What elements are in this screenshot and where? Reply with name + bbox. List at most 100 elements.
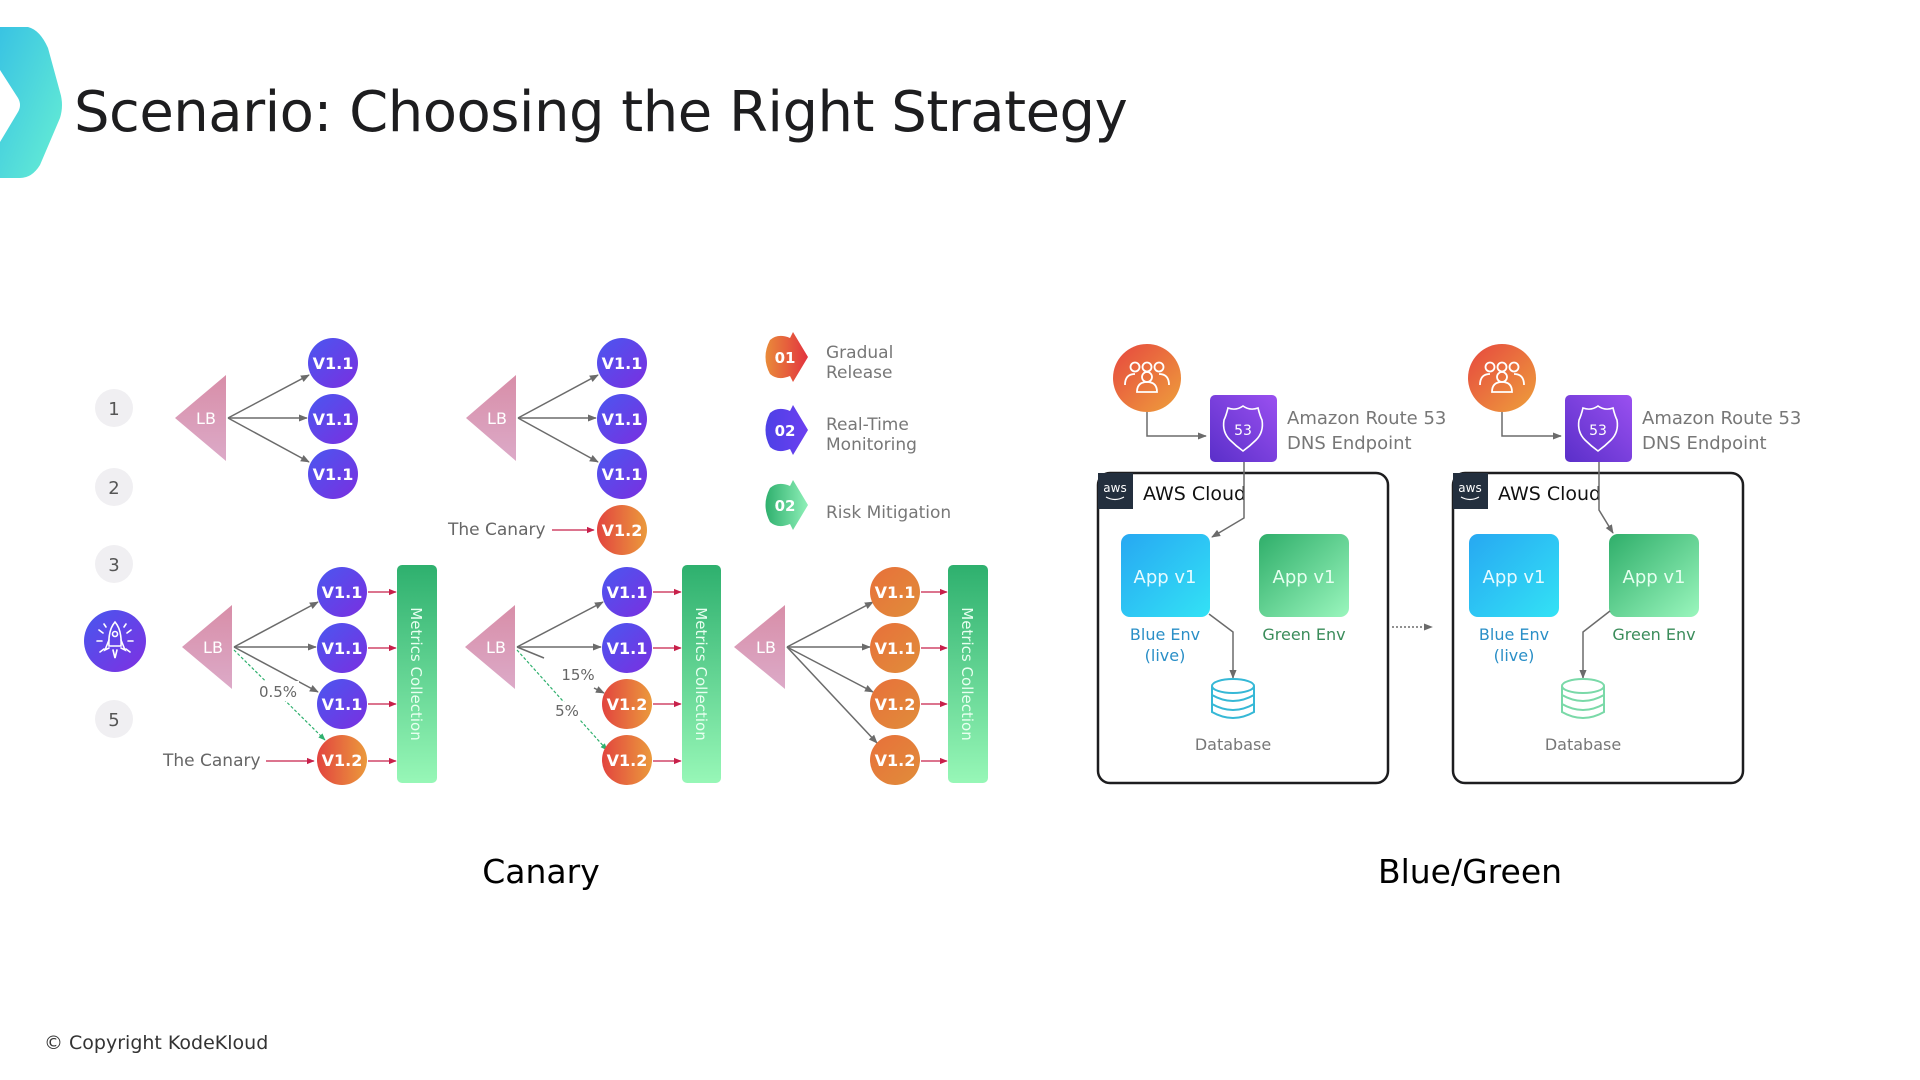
svg-text:V1.2: V1.2: [607, 695, 648, 714]
svg-text:02: 02: [775, 497, 796, 515]
green-env-label: Green Env: [1612, 625, 1695, 644]
svg-text:V1.1: V1.1: [607, 583, 648, 602]
node-v11: V1.1: [602, 623, 652, 673]
aws-logo-icon: aws: [1453, 473, 1488, 509]
lb-label: LB: [196, 409, 216, 428]
blue-env-app: App v1: [1469, 534, 1559, 617]
blue-green-caption: Blue/Green: [1378, 852, 1562, 891]
svg-text:App v1: App v1: [1483, 567, 1546, 588]
database-icon: [1561, 678, 1605, 719]
svg-text:V1.2: V1.2: [602, 521, 643, 540]
svg-text:V1.2: V1.2: [875, 751, 916, 770]
arrow-badge-icon: [765, 480, 808, 530]
svg-text:Metrics Collection: Metrics Collection: [692, 607, 710, 740]
svg-text:53: 53: [1589, 423, 1607, 439]
canary-bottom-stage-2: LB 15% 5% V1.1 V1.1 V1.2 V1.2 Metrics Co…: [465, 565, 721, 785]
arrow-badge-icon: [765, 332, 808, 382]
step-indicator-list: 1 2 3 5: [84, 389, 146, 738]
svg-text:V1.1: V1.1: [313, 354, 354, 373]
canary-top-stage-1: LB V1.1 V1.1 V1.1: [175, 338, 358, 499]
arrow-badge-icon: [765, 405, 808, 455]
svg-text:App v1: App v1: [1273, 567, 1336, 588]
node-v11: V1.1: [308, 338, 358, 388]
step-4-active[interactable]: [84, 610, 146, 672]
svg-text:53: 53: [1234, 423, 1252, 439]
blue-env-label: Blue Env: [1130, 625, 1200, 644]
brand-chevron-logo: [0, 27, 62, 178]
node-v11: V1.1: [870, 623, 920, 673]
step-label: 3: [108, 555, 119, 576]
lb-label: LB: [487, 409, 507, 428]
node-v11: V1.1: [597, 449, 647, 499]
node-v12-canary: V1.2: [317, 735, 367, 785]
node-v11: V1.1: [317, 567, 367, 617]
node-v12: V1.2: [870, 735, 920, 785]
blue-env-label: Blue Env: [1479, 625, 1549, 644]
svg-text:V1.1: V1.1: [322, 695, 363, 714]
svg-text:Real-Time: Real-Time: [826, 415, 909, 435]
svg-text:V1.1: V1.1: [322, 639, 363, 658]
load-balancer: [465, 605, 515, 689]
traffic-percent-label: 15%: [561, 666, 594, 684]
step-2[interactable]: 2: [95, 468, 133, 506]
canary-label: The Canary: [162, 751, 261, 771]
step-label: 1: [108, 399, 119, 420]
load-balancer: [182, 605, 232, 689]
svg-text:aws: aws: [1103, 481, 1126, 495]
svg-text:V1.1: V1.1: [607, 639, 648, 658]
users-icon: [1113, 344, 1181, 412]
route53-icon: 53: [1210, 395, 1277, 462]
svg-text:V1.1: V1.1: [602, 354, 643, 373]
lb-label: LB: [486, 638, 506, 657]
svg-text:Monitoring: Monitoring: [826, 435, 917, 455]
load-balancer: [734, 605, 785, 689]
canary-legend: 01 Gradual Release 02 Real-Time Monitori…: [765, 332, 951, 530]
step-label: 2: [108, 478, 119, 499]
metrics-collection-bar: Metrics Collection: [682, 565, 721, 783]
canary-bottom-stage-1: LB 0.5% V1.1 V1.1 V1.1 V1.2 The Canary M…: [162, 565, 437, 785]
route53-icon: 53: [1565, 395, 1632, 462]
step-5[interactable]: 5: [95, 700, 133, 738]
node-v11: V1.1: [597, 338, 647, 388]
step-3[interactable]: 3: [95, 545, 133, 583]
svg-text:01: 01: [775, 349, 796, 367]
svg-text:V1.2: V1.2: [607, 751, 648, 770]
svg-text:V1.1: V1.1: [313, 410, 354, 429]
svg-text:App v1: App v1: [1623, 567, 1686, 588]
green-env-app: App v1: [1259, 534, 1349, 617]
copyright-notice: © Copyright KodeKloud: [44, 1032, 269, 1054]
svg-text:V1.1: V1.1: [875, 583, 916, 602]
route53-label: DNS Endpoint: [1287, 433, 1412, 454]
svg-text:V1.1: V1.1: [602, 465, 643, 484]
node-v12-canary: V1.2: [597, 505, 647, 555]
legend-item-risk-mitigation: 02 Risk Mitigation: [765, 480, 951, 530]
node-v11: V1.1: [308, 449, 358, 499]
step-label: 5: [108, 710, 119, 731]
step-1[interactable]: 1: [95, 389, 133, 427]
node-v12: V1.2: [870, 679, 920, 729]
svg-text:V1.1: V1.1: [322, 583, 363, 602]
node-v11: V1.1: [597, 394, 647, 444]
green-env-app: App v1: [1609, 534, 1699, 617]
svg-text:V1.2: V1.2: [875, 695, 916, 714]
blue-env-app: App v1: [1121, 534, 1210, 617]
svg-text:Risk Mitigation: Risk Mitigation: [826, 503, 951, 523]
svg-text:02: 02: [775, 422, 796, 440]
node-v11: V1.1: [317, 679, 367, 729]
svg-text:App v1: App v1: [1134, 567, 1197, 588]
database-icon: [1211, 678, 1255, 719]
aws-cloud-label: AWS Cloud: [1143, 483, 1246, 505]
database-label: Database: [1195, 735, 1271, 754]
blue-green-panel-before: 53 Amazon Route 53 DNS Endpoint aws AWS …: [1096, 344, 1446, 785]
node-v11: V1.1: [308, 394, 358, 444]
canary-bottom-stage-3: LB V1.1 V1.1 V1.2 V1.2 Metrics Collectio…: [734, 565, 988, 785]
svg-text:V1.1: V1.1: [313, 465, 354, 484]
aws-cloud-label: AWS Cloud: [1498, 483, 1601, 505]
svg-text:V1.1: V1.1: [875, 639, 916, 658]
blue-green-panel-after: 53 Amazon Route 53 DNS Endpoint aws AWS …: [1451, 344, 1801, 785]
route53-label: Amazon Route 53: [1287, 408, 1446, 429]
aws-cloud-boundary: [1096, 471, 1390, 785]
load-balancer: [466, 375, 516, 461]
node-v11: V1.1: [602, 567, 652, 617]
